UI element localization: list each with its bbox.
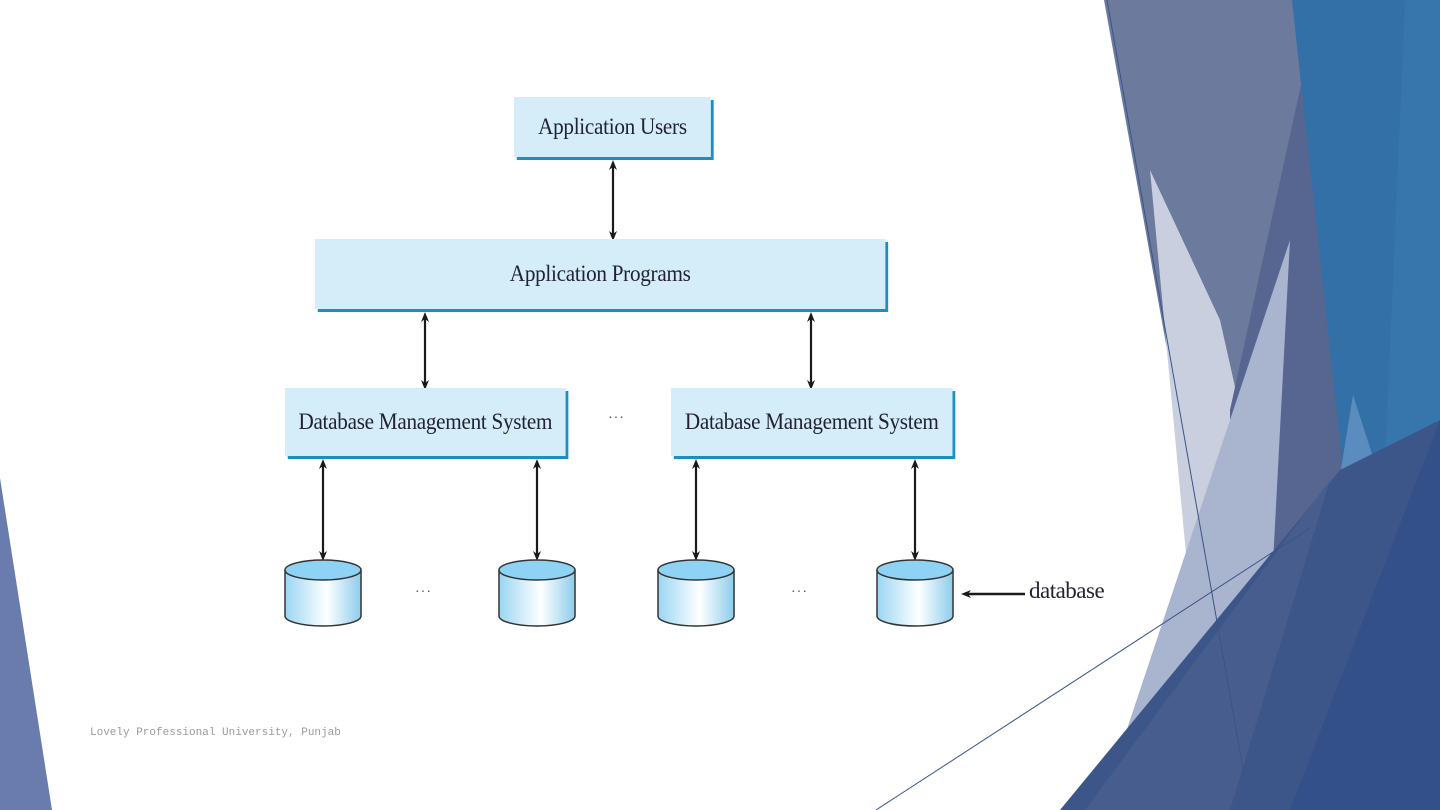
application-users-label: Application Users — [538, 114, 687, 139]
dbms-box: Database Management System — [671, 388, 953, 456]
deco-dark-base-2 — [1290, 420, 1440, 810]
database-cylinder — [284, 559, 362, 627]
deco-line-diagonal — [875, 527, 1311, 810]
database-ellipsis: ··· — [791, 582, 808, 598]
application-users-box: Application Users — [514, 97, 711, 157]
application-programs-label: Application Programs — [509, 261, 691, 286]
left-deco-triangle — [0, 478, 52, 810]
dbms-box: Database Management System — [285, 388, 566, 456]
deco-line-vertical — [1106, 0, 1246, 781]
deco-darkest-base — [1085, 480, 1330, 810]
dbms-ellipsis: ··· — [608, 408, 625, 424]
slide-footer: Lovely Professional University, Punjab — [90, 727, 341, 739]
database-label: database — [1029, 578, 1105, 603]
dbms-label: Database Management System — [684, 409, 939, 434]
database-cylinder — [876, 559, 954, 627]
database-cylinder — [657, 559, 735, 627]
application-programs-box: Application Programs — [315, 239, 886, 309]
database-cylinder — [498, 559, 576, 627]
database-ellipsis: ··· — [415, 582, 432, 598]
dbms-label: Database Management System — [298, 409, 553, 434]
